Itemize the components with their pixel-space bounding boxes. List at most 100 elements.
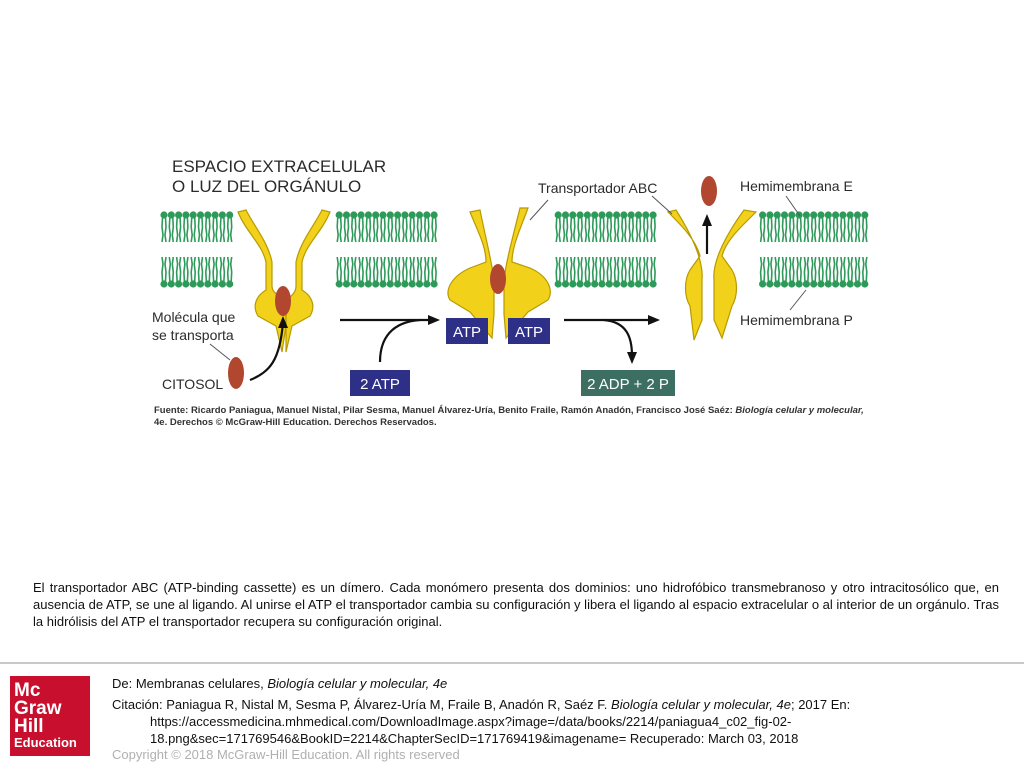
lipid-head-bottom (575, 256, 585, 289)
lipid-head-bottom (612, 256, 621, 289)
footer-divider (0, 662, 1024, 664)
lipid-head-top (648, 210, 658, 243)
lipid-head-top (393, 210, 403, 243)
lipid-head-bottom (400, 256, 410, 289)
lipid-head-bottom (356, 256, 366, 289)
lipid-head-bottom (780, 256, 789, 289)
lipid-head-bottom (853, 256, 862, 289)
label-hemimembrana-e: Hemimembrana E (740, 178, 853, 194)
molecule-cytosol (228, 357, 244, 389)
lipid-head-top (641, 210, 651, 243)
lipid-head-top (780, 210, 789, 243)
lipid-head-top (166, 210, 176, 243)
lipid-head-bottom (349, 256, 359, 289)
lipid-head-top (823, 210, 833, 243)
lipid-head-top (378, 210, 388, 243)
logo-line-4: Education (14, 735, 77, 750)
adp-products-label: 2 ADP + 2 P (587, 376, 669, 393)
lipid-head-top (349, 210, 359, 243)
lipid-head-bottom (626, 256, 636, 289)
lipid-head-bottom (225, 256, 235, 289)
atp-box-right (508, 318, 550, 344)
lipid-head-bottom (634, 256, 643, 289)
lipid-head-top (371, 210, 381, 243)
molecule-bound-left (275, 286, 291, 316)
lipid-head-bottom (802, 256, 811, 289)
lipid-head-bottom (809, 256, 819, 289)
lipid-head-bottom (823, 256, 833, 289)
lipid-head-top (342, 210, 351, 243)
lipid-head-bottom (794, 256, 804, 289)
adp-products-box (581, 370, 675, 396)
atp-label-left: ATP (453, 324, 481, 341)
source-rest: 4e. Derechos © McGraw-Hill Education. De… (154, 417, 437, 428)
lipid-head-bottom (597, 256, 607, 289)
lipid-head-top (407, 210, 417, 243)
atp-label-right: ATP (515, 324, 543, 341)
citation-url-1[interactable]: https://accessmedicina.mhmedical.com/Dow… (150, 714, 792, 729)
lipid-head-bottom (838, 256, 848, 289)
lipid-head-bottom (393, 256, 403, 289)
lipid-head-bottom (568, 256, 578, 289)
lipid-head-top (787, 210, 797, 243)
lipid-head-bottom (415, 256, 424, 289)
transporter-open-inward (237, 209, 331, 353)
lipid-head-bottom (378, 256, 388, 289)
lipid-head-bottom (422, 256, 432, 289)
lipid-head-top (385, 210, 395, 243)
lipid-head-bottom (363, 256, 373, 289)
label-extracellular-2: O LUZ DEL ORGÁNULO (172, 177, 361, 196)
figure-caption: El transportador ABC (ATP-binding casset… (33, 580, 999, 629)
logo-line-1: Mc (14, 680, 41, 701)
lipid-head-top (188, 210, 198, 243)
copyright-notice: Copyright © 2018 McGraw-Hill Education. … (112, 747, 460, 762)
lipid-head-bottom (181, 256, 191, 289)
label-molecule-1: Molécula que (152, 309, 235, 325)
citation-prefix: Citación: Paniagua R, Nistal M, Sesma P,… (112, 697, 612, 712)
lipid-head-top (772, 210, 782, 243)
lipid-head-top (626, 210, 636, 243)
citation-url-2[interactable]: 18.png&sec=171769546&BookID=2214&Chapter… (150, 731, 799, 746)
lipid-head-top (334, 210, 344, 243)
lipid-head-bottom (385, 256, 395, 289)
transporter-atp-bound (447, 207, 551, 340)
lipid-head-bottom (217, 256, 227, 289)
lipid-head-top (853, 210, 862, 243)
lipid-head-bottom (196, 256, 205, 289)
transporter-open-outward (666, 209, 758, 341)
lipid-head-top (210, 210, 220, 243)
lipid-head-bottom (765, 256, 775, 289)
lipid-head-top (831, 210, 840, 243)
lipid-head-top (816, 210, 826, 243)
lipid-head-bottom (648, 256, 658, 289)
citation-line: Citación: Paniagua R, Nistal M, Sesma P,… (112, 697, 850, 713)
lipid-head-top (575, 210, 585, 243)
lipid-head-bottom (860, 256, 870, 289)
lipid-head-top (553, 210, 563, 243)
lipid-head-bottom (604, 256, 614, 289)
from-line: De: Membranas celulares, Biología celula… (112, 676, 447, 692)
lipid-head-top (196, 210, 205, 243)
from-prefix: De: Membranas celulares, (112, 676, 268, 691)
two-atp-box (350, 370, 410, 396)
lipid-head-top (845, 210, 855, 243)
lipid-head-top (583, 210, 592, 243)
lipid-head-top (415, 210, 424, 243)
mcgraw-hill-logo: Mc Graw Hill Education (10, 676, 90, 756)
source-book: Biología celular y molecular, (735, 405, 864, 416)
molecule-bound-middle (490, 264, 506, 294)
lipid-head-bottom (816, 256, 826, 289)
citation-book: Biología celular y molecular, 4e (611, 697, 791, 712)
lipid-head-bottom (342, 256, 351, 289)
lipid-head-top (765, 210, 775, 243)
lipid-head-top (561, 210, 570, 243)
lipid-head-top (809, 210, 819, 243)
lipid-head-bottom (159, 256, 169, 289)
lipid-head-top (422, 210, 432, 243)
label-transporter: Transportador ABC (538, 180, 657, 196)
lipid-head-top (838, 210, 848, 243)
lipid-head-bottom (583, 256, 592, 289)
atp-box-left (446, 318, 488, 344)
lipid-head-bottom (210, 256, 220, 289)
lipid-head-top (758, 210, 767, 243)
